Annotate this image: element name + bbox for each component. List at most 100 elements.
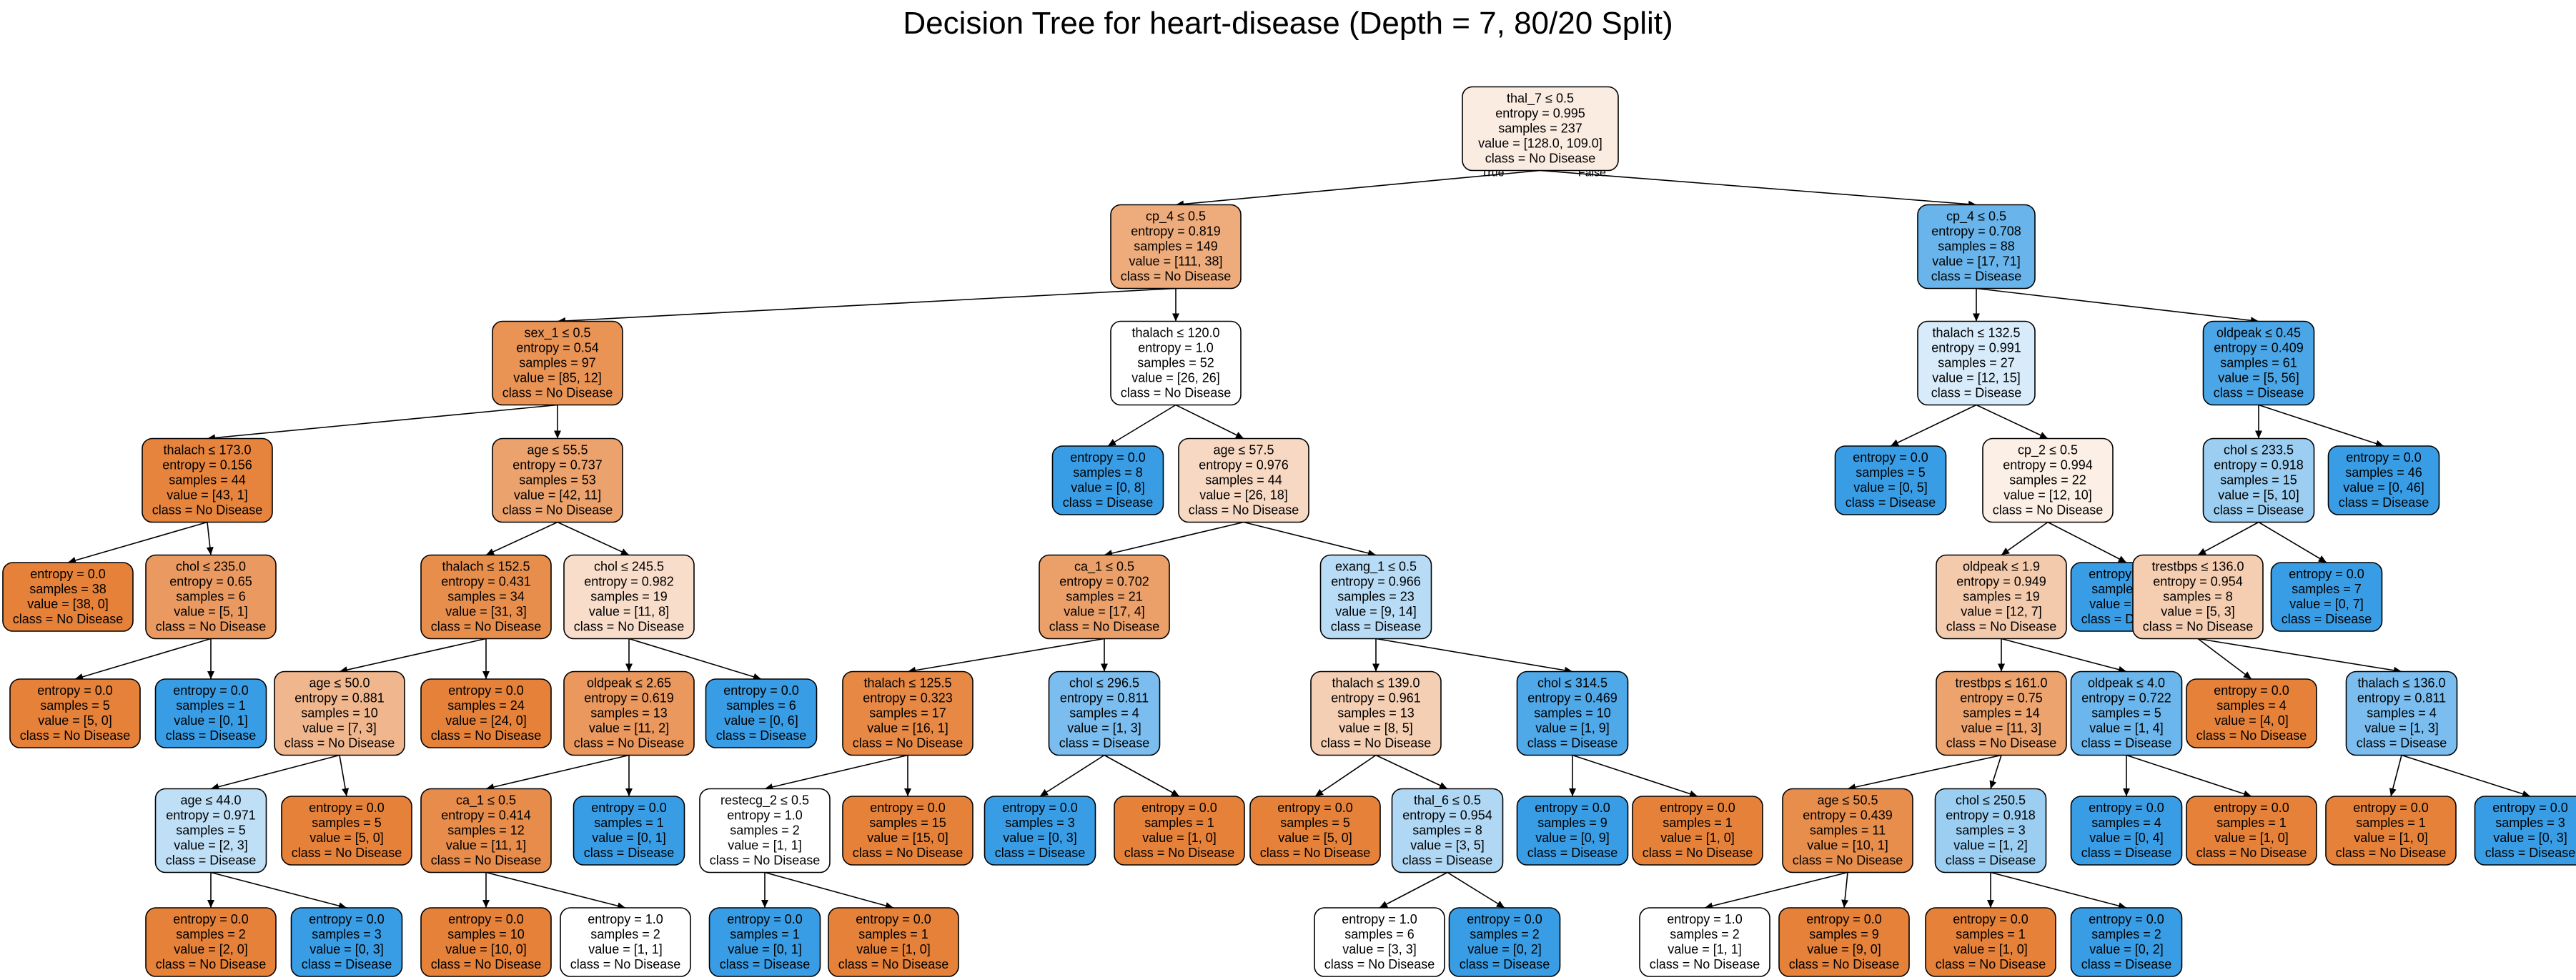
node-text-line: class = Disease (2339, 495, 2429, 510)
node-box (1516, 670, 1629, 756)
node-text-line: entropy = 0.0 (2214, 801, 2289, 815)
node-text-line: samples = 1 (2356, 816, 2426, 830)
node-text-line: value = [0, 3] (1003, 831, 1077, 845)
node-text-line: samples = 4 (1069, 706, 1139, 721)
node-text-line: class = Disease (1063, 495, 1154, 510)
node-text-line: class = No Disease (1993, 503, 2104, 518)
node-text-line: age ≤ 50.0 (309, 676, 370, 691)
node-text-line: entropy = 0.971 (166, 808, 256, 823)
tree-edge (2001, 521, 2049, 556)
node-box (2132, 554, 2264, 640)
node-box (274, 670, 405, 756)
node-box (2202, 437, 2315, 523)
tree-edge-arrowhead (1438, 782, 1447, 789)
node-text-line: samples = 1 (1956, 927, 2026, 941)
node-text-line: class = No Disease (710, 853, 821, 868)
node-text-line: samples = 13 (590, 706, 668, 721)
tree-edge-arrowhead (620, 548, 629, 555)
node-box (420, 678, 552, 748)
node-text-line: class = Disease (1527, 846, 1618, 860)
node-text-line: entropy = 0.0 (727, 912, 803, 926)
node-text-line: entropy = 1.0 (1138, 341, 1214, 355)
node-text-line: value = [0, 1] (174, 713, 248, 728)
node-text-line: cp_2 ≤ 0.5 (2018, 443, 2078, 458)
node-text-line: value = [1, 0] (1142, 831, 1217, 845)
node-box (492, 437, 623, 523)
node-text-line: value = [26, 26] (1131, 371, 1220, 385)
node-text-line: entropy = 0.0 (723, 683, 799, 698)
node-box (1516, 796, 1629, 866)
node-text-line: value = [1, 0] (1953, 942, 2028, 956)
tree-edge-arrowhead (1315, 788, 1324, 796)
node-text-line: entropy = 0.0 (173, 912, 249, 926)
tree-edge-arrowhead (1973, 313, 1980, 322)
node-text-line: class = No Disease (1189, 503, 1299, 518)
node-text-line: entropy = 0.976 (1199, 458, 1289, 472)
tree-edge (2047, 521, 2127, 563)
tree-edge-arrowhead (1040, 788, 1049, 796)
node-text-line: samples = 4 (2367, 706, 2437, 721)
node-text-line: value = [38, 0] (27, 597, 109, 611)
tree-edge-arrowhead (2123, 788, 2130, 796)
node-text-line: sex_1 ≤ 0.5 (525, 326, 591, 341)
node-text-line: value = [15, 0] (867, 831, 948, 845)
tree-edge (557, 287, 1176, 322)
node-text-line: value = [0, 3] (309, 942, 384, 956)
tree-edge (485, 754, 630, 790)
node-text-line: value = [0, 7] (2289, 597, 2364, 611)
tree-edge-arrowhead (1372, 663, 1379, 672)
tree-edge (1104, 754, 1180, 797)
tree-edge (2401, 754, 2531, 797)
node-text-line: value = [0, 4] (2089, 831, 2164, 845)
node-text-line: value = [8, 5] (1339, 721, 1413, 736)
node-text-line: thal_6 ≤ 0.5 (1414, 793, 1481, 808)
node-text-line: entropy = 1.0 (588, 912, 663, 926)
node-text-line: age ≤ 44.0 (181, 793, 242, 808)
tree-edge (2001, 638, 2127, 673)
node-box (2186, 678, 2317, 748)
node-text-line: samples = 24 (447, 698, 525, 713)
node-text-line: samples = 44 (1205, 473, 1282, 487)
node-box (2, 562, 134, 632)
tree-edge-arrowhead (2317, 555, 2327, 563)
node-text-line: samples = 3 (312, 927, 382, 941)
tree-edge (2197, 638, 2402, 673)
node-box (2325, 796, 2457, 866)
tree-edge (1175, 404, 1244, 440)
node-text-line: value = [1, 3] (2364, 721, 2439, 736)
node-box (145, 907, 277, 977)
node-text-line: entropy = 0.0 (1953, 912, 2028, 926)
node-text-line: samples = 8 (1412, 823, 1482, 838)
tree-edge-arrowhead (206, 547, 214, 555)
node-box (842, 796, 974, 866)
node-text-line: value = [2, 0] (174, 942, 248, 956)
node-text-line: samples = 13 (1337, 706, 1415, 721)
node-text-line: class = No Disease (1124, 846, 1235, 860)
node-text-line: samples = 14 (1963, 706, 2040, 721)
node-text-line: class = No Disease (1946, 620, 2057, 634)
tree-edge-arrowhead (1108, 439, 1116, 446)
tree-edge (557, 521, 630, 556)
tree-edge (1704, 871, 1848, 909)
node-text-line: samples = 2 (2091, 927, 2161, 941)
node-text-line: samples = 2 (1670, 927, 1740, 941)
tree-edge (1990, 871, 2127, 909)
node-text-line: ca_1 ≤ 0.5 (1074, 560, 1134, 575)
node-text-line: samples = 3 (1956, 823, 2026, 838)
node-text-line: restecg_2 ≤ 0.5 (720, 793, 809, 808)
node-text-line: value = [0, 9] (1535, 831, 1610, 845)
node-box (1051, 445, 1164, 515)
tree-edge-arrowhead (2522, 790, 2530, 798)
node-text-line: class = No Disease (853, 736, 963, 751)
